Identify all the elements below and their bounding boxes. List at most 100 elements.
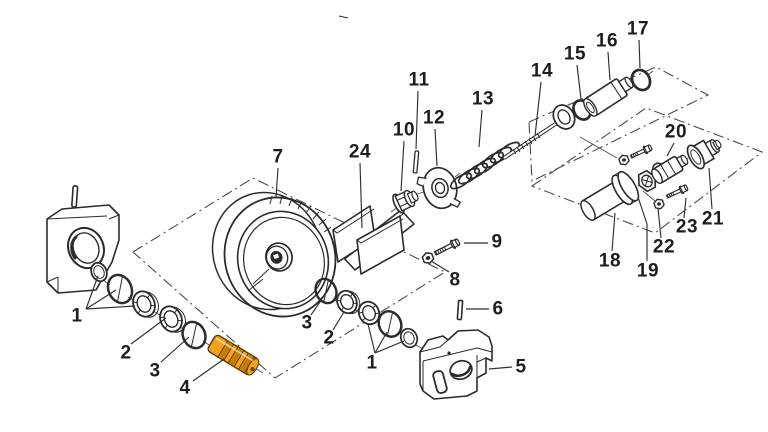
leader-line <box>400 140 405 192</box>
bolt-23b <box>665 184 689 199</box>
bolt-23a <box>629 144 653 159</box>
oring-left-3 <box>181 320 207 350</box>
plate-12 <box>416 166 462 210</box>
leader-line <box>192 358 225 382</box>
part-callout-16[interactable]: 16 <box>595 30 619 52</box>
part-callout-8[interactable]: 8 <box>449 269 461 291</box>
pin-11 <box>412 150 420 174</box>
part-callout-12[interactable]: 12 <box>422 107 446 129</box>
bushing-right-2 <box>336 289 361 315</box>
part-callout-11[interactable]: 11 <box>408 69 430 91</box>
leader-line <box>359 162 363 229</box>
part-callout-24[interactable]: 24 <box>348 141 372 163</box>
leader-line <box>607 51 611 81</box>
part-callout-9[interactable]: 9 <box>491 231 503 253</box>
rod-14 <box>502 104 576 160</box>
nut-22b <box>653 198 665 210</box>
nut-8 <box>421 252 435 264</box>
part-callout-7[interactable]: 7 <box>272 146 284 168</box>
part-callout-13[interactable]: 13 <box>471 88 495 110</box>
leader-line <box>160 336 190 363</box>
leader-line <box>130 317 167 345</box>
shim-plates <box>332 205 415 275</box>
leader-line <box>666 142 675 157</box>
part-callout-19[interactable]: 19 <box>636 260 660 282</box>
part-callout-22[interactable]: 22 <box>652 236 676 258</box>
oring-17 <box>630 68 652 92</box>
seal-group-right <box>314 277 419 349</box>
leader-line <box>576 64 582 100</box>
part-callout-2[interactable]: 2 <box>323 327 335 349</box>
part-callout-21[interactable]: 21 <box>701 208 725 230</box>
cylinder-18 <box>580 170 640 221</box>
part-callout-4[interactable]: 4 <box>179 377 191 399</box>
seal-ring-left-outer <box>90 261 108 283</box>
seal-ring-right-c <box>399 327 419 349</box>
oring-right-3 <box>314 277 338 305</box>
leader-line <box>374 331 388 354</box>
leader-line <box>708 167 713 210</box>
piston-20 <box>651 154 689 185</box>
bracket-5 <box>419 329 493 400</box>
pin-highlighted[interactable] <box>207 334 262 377</box>
cylinder-16 <box>583 76 634 117</box>
hex-ring-19 <box>637 169 657 193</box>
leader-line <box>683 197 687 219</box>
leader-line <box>638 39 641 69</box>
nut-22a <box>618 154 630 166</box>
idler-wheel <box>211 191 337 318</box>
bracket-left-pin <box>71 185 79 208</box>
leader-line <box>85 275 99 310</box>
leader-line <box>637 196 648 261</box>
wheel-tread-hatch <box>269 195 332 233</box>
part-callout-6[interactable]: 6 <box>492 298 504 320</box>
cylinder-group-right <box>580 139 722 221</box>
bracket-right-group <box>419 238 493 400</box>
bushing-left-2 <box>159 305 187 333</box>
fitting-21 <box>686 139 722 170</box>
leader-lines <box>85 15 713 382</box>
part-callout-23[interactable]: 23 <box>675 216 699 238</box>
fitting-10 <box>392 189 419 214</box>
wheel-hub <box>265 242 293 272</box>
part-callout-10[interactable]: 10 <box>392 119 416 141</box>
leader-line <box>310 298 323 316</box>
oring-left-large <box>106 273 134 305</box>
leader-line <box>415 90 419 150</box>
part-callout-18[interactable]: 18 <box>598 250 622 272</box>
part-callout-2[interactable]: 2 <box>120 342 132 364</box>
leader-line <box>534 81 542 137</box>
leader-line <box>374 340 405 354</box>
shim-plate-2 <box>356 215 405 275</box>
leader-line <box>367 323 376 354</box>
part-callout-14[interactable]: 14 <box>530 60 554 82</box>
leader-line <box>338 15 349 19</box>
leader-line <box>85 289 117 310</box>
part-callout-5[interactable]: 5 <box>515 356 527 378</box>
bracket-left <box>46 185 120 294</box>
leader-line <box>430 260 450 273</box>
seal-group-left <box>90 261 207 350</box>
leader-line <box>657 207 662 239</box>
part-callout-17[interactable]: 17 <box>626 18 650 40</box>
part-callout-1[interactable]: 1 <box>71 305 83 327</box>
part-callout-15[interactable]: 15 <box>563 43 587 65</box>
part-callout-3[interactable]: 3 <box>149 360 161 382</box>
leader-line <box>275 167 279 198</box>
leader-line <box>478 109 483 148</box>
oring-right-b <box>377 310 403 338</box>
bolt-9 <box>433 238 461 256</box>
part-callout-3[interactable]: 3 <box>301 312 313 334</box>
bushing-left-1 <box>132 290 160 318</box>
part-callout-1[interactable]: 1 <box>366 352 378 374</box>
leader-line <box>488 366 513 370</box>
leader-line <box>611 212 616 252</box>
part-callout-20[interactable]: 20 <box>664 121 688 143</box>
leader-line <box>332 311 345 331</box>
spring-13 <box>449 141 521 190</box>
pin-6 <box>456 299 464 321</box>
leader-line <box>85 305 136 310</box>
